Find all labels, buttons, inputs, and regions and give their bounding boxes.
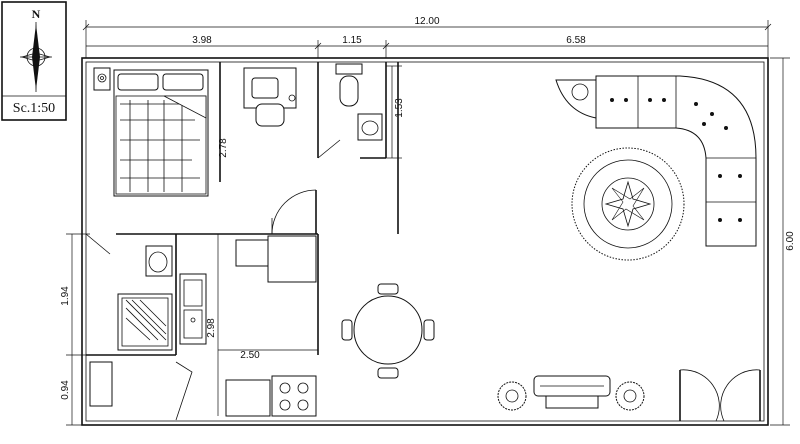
top-dimensions: 12.00 3.98 1.15 6.58 [82, 16, 772, 58]
entrance-door-icon [679, 369, 761, 422]
bathroom: 1.53 [317, 62, 405, 234]
storage-icon [89, 361, 193, 421]
rug-icon [571, 147, 685, 261]
sink-icon [145, 245, 173, 277]
dim-bedroom-width: 3.98 [192, 35, 212, 46]
dim-left-bottom: 0.94 [60, 380, 71, 400]
north-scale-legend: N Sc.1:50 [1, 1, 67, 121]
decor-plant-left-icon [497, 381, 527, 411]
dining-table-icon [341, 283, 435, 379]
right-dimension: 6.00 [770, 57, 796, 426]
outer-walls [81, 57, 769, 426]
decor-plant-right-icon [615, 381, 645, 411]
stove-icon [225, 375, 317, 417]
bath-sink-icon [357, 113, 383, 141]
north-label: N [32, 7, 41, 21]
north-arrow-icon [20, 22, 52, 92]
plant-icon [555, 79, 597, 119]
nightstand-icon [93, 67, 111, 91]
dim-kitchen-depth: 2.98 [206, 318, 217, 338]
shower-icon [117, 293, 173, 351]
left-dimensions: 1.94 0.94 [60, 233, 90, 426]
dim-living-width: 6.58 [566, 35, 586, 46]
bedroom: 2.78 [93, 62, 317, 235]
dim-bedroom-depth: 2.78 [218, 138, 229, 158]
toilet-icon [335, 63, 363, 107]
desk-chair-icon [243, 67, 297, 127]
dim-bath-depth: 1.53 [394, 98, 405, 118]
dim-total-depth: 6.00 [785, 231, 796, 251]
scale-label: Sc.1:50 [13, 101, 55, 116]
bedroom-door-icon [271, 189, 317, 235]
living-room [497, 75, 761, 422]
counter-icon [235, 235, 317, 283]
dim-kitchen-width: 2.50 [240, 350, 260, 361]
dim-total-width: 12.00 [414, 16, 439, 27]
sofa-icon [595, 75, 757, 247]
kitchen: 2.98 2.50 [85, 233, 319, 421]
dim-bath-width: 1.15 [342, 35, 362, 46]
dim-left-mid: 1.94 [60, 286, 71, 306]
tv-unit-icon [533, 375, 611, 409]
double-bed-icon [113, 69, 209, 197]
double-sink-icon [179, 273, 207, 345]
